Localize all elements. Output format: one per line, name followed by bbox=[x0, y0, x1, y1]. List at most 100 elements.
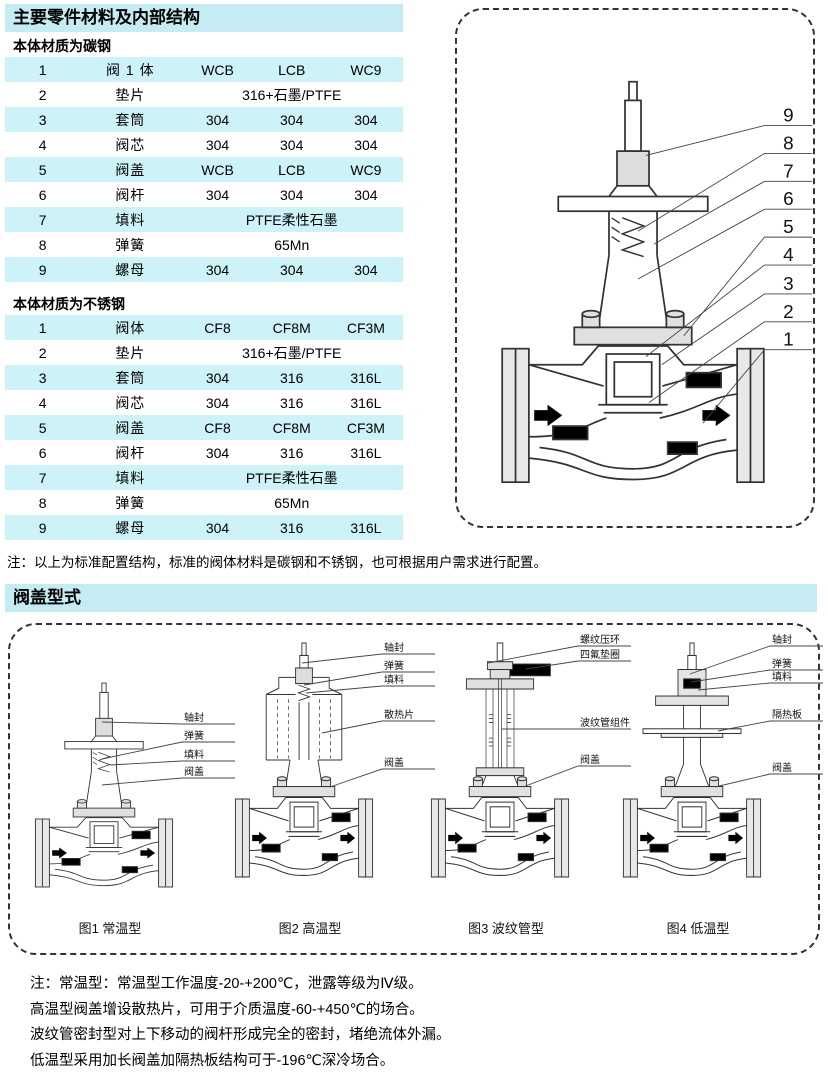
part-label: 弹簧 bbox=[384, 659, 404, 672]
callout-number: 7 bbox=[783, 161, 794, 182]
part-name: 套筒 bbox=[80, 107, 180, 132]
note-line: 高温型阀盖增设散热片，可用于介质温度-60-+450℃的场合。 bbox=[30, 998, 451, 1024]
leader-line bbox=[304, 672, 435, 685]
part-label: 弹簧 bbox=[772, 657, 792, 670]
part-label: 轴封 bbox=[384, 641, 404, 654]
part-name: 阀体 bbox=[80, 315, 180, 340]
figure-caption: 图1 常温型 bbox=[79, 921, 142, 936]
part-label: 散热片 bbox=[384, 708, 414, 721]
figure-caption: 图3 波纹管型 bbox=[468, 921, 544, 936]
part-name: 阀盖 bbox=[80, 157, 180, 182]
callout-number: 8 bbox=[783, 133, 794, 154]
leader-line bbox=[330, 769, 435, 787]
callout-number: 3 bbox=[783, 274, 794, 295]
material-value: 304 bbox=[180, 365, 254, 390]
material-value: 304 bbox=[329, 107, 403, 132]
carbon-steel-label: 本体材质为碳钢 bbox=[13, 36, 111, 56]
material-value: LCB bbox=[255, 57, 329, 82]
part-label: 阀盖 bbox=[580, 753, 600, 766]
callout-number: 1 bbox=[783, 330, 794, 351]
material-value: 304 bbox=[329, 132, 403, 157]
material-value: 316 bbox=[255, 440, 329, 465]
row-number: 2 bbox=[5, 82, 80, 107]
part-label: 填料 bbox=[772, 670, 792, 683]
material-value: 316L bbox=[329, 365, 403, 390]
part-label: 轴封 bbox=[772, 633, 792, 646]
material-value: 304 bbox=[180, 440, 254, 465]
material-value: PTFE柔性石墨 bbox=[180, 465, 403, 490]
figure-caption: 图4 低温型 bbox=[667, 921, 730, 936]
material-value: 316L bbox=[329, 440, 403, 465]
part-name: 阀杆 bbox=[80, 440, 180, 465]
material-value: WCB bbox=[180, 57, 254, 82]
part-label: 阀盖 bbox=[384, 756, 404, 769]
material-value: 304 bbox=[180, 132, 254, 157]
note-line: 低温型采用加长阀盖加隔热板结构可于-196℃深冷场合。 bbox=[30, 1049, 451, 1074]
material-value: CF8 bbox=[180, 315, 254, 340]
part-label: 阀盖 bbox=[772, 761, 792, 774]
material-value: WCB bbox=[180, 157, 254, 182]
part-name: 阀 1 体 bbox=[80, 57, 180, 82]
section-title-materials: 主要零件材料及内部结构 bbox=[5, 4, 403, 32]
note-line: 波纹管密封型对上下移动的阀杆形成完全的密封，堵绝流体外漏。 bbox=[30, 1023, 451, 1049]
part-name: 弹簧 bbox=[80, 232, 180, 257]
figure-normal-temp: 轴封弹簧填料阀盖图1 常温型 bbox=[32, 633, 237, 941]
callout-number: 9 bbox=[783, 106, 794, 127]
bonnet-types-box: 轴封弹簧填料阀盖图1 常温型 轴封弹簧填料散热片阀盖图2 高温型 螺纹压环四氟垫… bbox=[8, 623, 820, 955]
row-number: 5 bbox=[5, 415, 80, 440]
row-number: 4 bbox=[5, 132, 80, 157]
row-number: 4 bbox=[5, 390, 80, 415]
figure-low-temp: 轴封弹簧填料隔热板阀盖图4 低温型 bbox=[620, 633, 825, 941]
leader-line bbox=[322, 721, 435, 733]
material-value: 304 bbox=[329, 257, 403, 282]
leader-line bbox=[523, 766, 631, 787]
leader-line bbox=[691, 670, 823, 682]
figure-bellows: 螺纹压环四氟垫圈波纹管组件阀盖图3 波纹管型 bbox=[428, 633, 633, 941]
leader-line bbox=[302, 654, 435, 663]
material-value: 304 bbox=[255, 132, 329, 157]
part-label: 填料 bbox=[184, 748, 204, 761]
row-number: 3 bbox=[5, 365, 80, 390]
material-value: 316L bbox=[329, 390, 403, 415]
row-number: 2 bbox=[5, 340, 80, 365]
part-label: 隔热板 bbox=[772, 708, 802, 721]
material-value: 316L bbox=[329, 515, 403, 540]
part-name: 填料 bbox=[80, 207, 180, 232]
leader-line bbox=[102, 778, 235, 785]
part-label: 填料 bbox=[384, 673, 404, 686]
material-value: 316 bbox=[255, 365, 329, 390]
material-value: CF8M bbox=[255, 415, 329, 440]
material-value: 304 bbox=[180, 257, 254, 282]
bottom-notes: 注：常温型：常温型工作温度-20-+200℃，泄露等级为Ⅳ级。高温型阀盖增设散热… bbox=[30, 972, 451, 1074]
row-number: 8 bbox=[5, 490, 80, 515]
material-value: 304 bbox=[255, 257, 329, 282]
material-value: 304 bbox=[329, 182, 403, 207]
material-value: LCB bbox=[255, 157, 329, 182]
part-name: 阀盖 bbox=[80, 415, 180, 440]
material-value: PTFE柔性石墨 bbox=[180, 207, 403, 232]
part-name: 螺母 bbox=[80, 257, 180, 282]
part-name: 阀芯 bbox=[80, 132, 180, 157]
callout-number: 4 bbox=[783, 245, 794, 266]
part-name: 弹簧 bbox=[80, 490, 180, 515]
row-number: 8 bbox=[5, 232, 80, 257]
material-value: WC9 bbox=[329, 57, 403, 82]
material-value: 304 bbox=[180, 182, 254, 207]
material-value: 65Mn bbox=[180, 490, 403, 515]
material-value: 316 bbox=[255, 515, 329, 540]
part-label: 弹簧 bbox=[184, 729, 204, 742]
material-value: WC9 bbox=[329, 157, 403, 182]
